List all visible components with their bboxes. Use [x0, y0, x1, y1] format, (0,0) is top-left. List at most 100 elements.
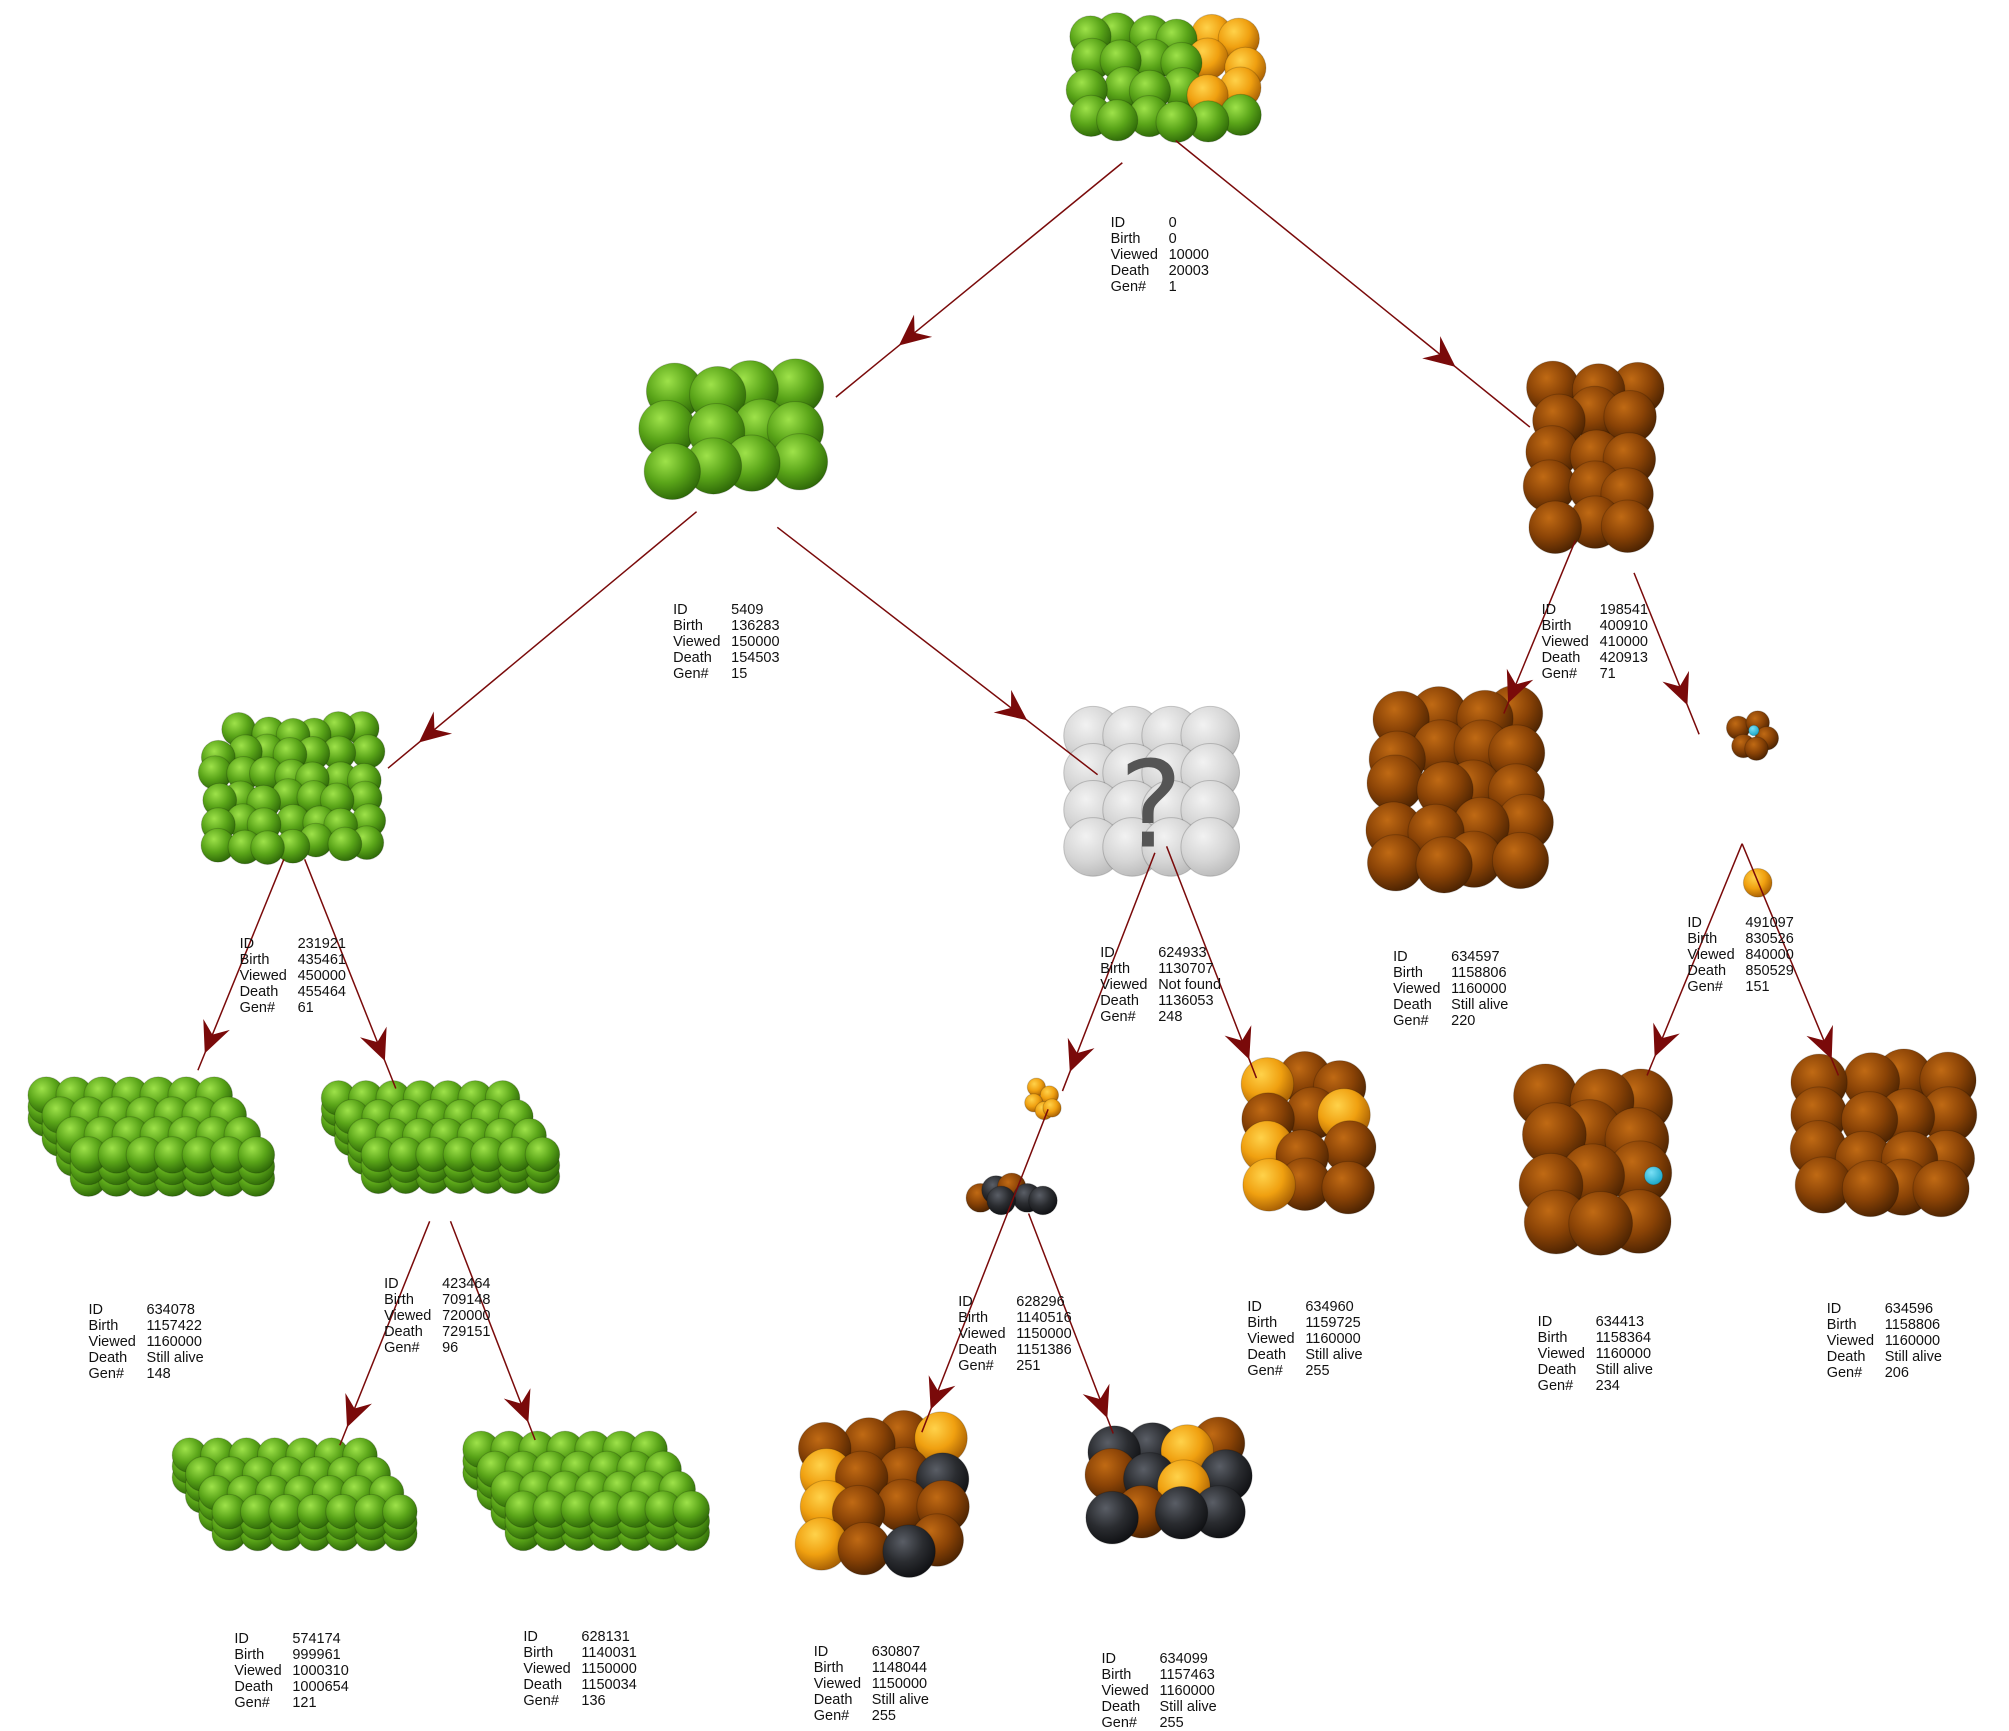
- info-value-death: Still alive: [1451, 997, 1509, 1014]
- info-label-death: Death: [1541, 649, 1581, 666]
- info-label-death: Death: [239, 984, 279, 1001]
- info-label-id: ID: [234, 1631, 249, 1648]
- info-value-birth: 1140516: [1016, 1310, 1072, 1327]
- info-value-gen: 220: [1451, 1013, 1476, 1030]
- edge-423464-to-574174: [339, 1221, 431, 1446]
- info-label-viewed: Viewed: [958, 1326, 1006, 1343]
- info-label-gen: Gen#: [1101, 1714, 1137, 1731]
- info-value-death: 154503: [731, 649, 780, 666]
- info-value-id: 198541: [1599, 601, 1648, 618]
- info-label-gen: Gen#: [384, 1339, 420, 1356]
- info-row-gen: Gen#96: [384, 1340, 490, 1356]
- arrowhead-icon: [1806, 1024, 1833, 1060]
- info-label-gen: Gen#: [1687, 979, 1723, 996]
- info-label-gen: Gen#: [673, 665, 709, 682]
- arrowhead-icon: [1082, 1383, 1110, 1419]
- info-label-viewed: Viewed: [88, 1334, 136, 1350]
- info-value-birth: 1157463: [1159, 1666, 1215, 1683]
- info-value-birth: 1158806: [1451, 965, 1507, 982]
- info-label-death: Death: [384, 1323, 423, 1340]
- info-label-viewed: Viewed: [234, 1663, 282, 1680]
- arrowhead-icon: [1422, 336, 1456, 367]
- info-value-birth: 999961: [292, 1647, 341, 1664]
- info-label-gen: Gen#: [958, 1358, 994, 1375]
- info-row-gen: Gen#61: [240, 1000, 346, 1016]
- info-label-birth: Birth: [384, 1291, 414, 1308]
- info-value-viewed: Not found: [1158, 977, 1222, 994]
- info-value-death: 729151: [442, 1323, 491, 1340]
- info-label-id: ID: [1687, 915, 1702, 932]
- green-cell-block-icon: [320, 1080, 561, 1195]
- arrowhead-icon: [928, 1375, 956, 1410]
- info-label-id: ID: [384, 1275, 399, 1292]
- info-label-gen: Gen#: [239, 1000, 276, 1017]
- info-label-id: ID: [1101, 1650, 1116, 1667]
- info-value-id: 5409: [731, 601, 764, 618]
- info-label-gen: Gen#: [1110, 278, 1147, 295]
- info-value-id: 423464: [442, 1275, 491, 1292]
- info-row-birth: Birth 709148: [384, 1292, 490, 1308]
- edge-5409-to-231921: [387, 511, 698, 769]
- info-value-viewed: 1150000: [871, 1676, 928, 1693]
- info-label-birth: Birth: [88, 1318, 119, 1334]
- info-row-gen: Gen#15: [673, 666, 779, 682]
- info-value-id: 634596: [1884, 1300, 1934, 1317]
- info-value-death: 1150034: [581, 1676, 637, 1693]
- info-value-viewed: 410000: [1599, 633, 1648, 650]
- info-value-death: 420913: [1599, 649, 1648, 666]
- info-value-id: 0: [1168, 214, 1177, 231]
- info-label-birth: Birth: [1101, 1666, 1132, 1683]
- info-label-gen: Gen#: [1247, 1363, 1283, 1380]
- info-value-id: 634099: [1159, 1650, 1208, 1667]
- info-row-gen: Gen#255: [1101, 1715, 1216, 1731]
- arrowhead-icon: [993, 689, 1028, 721]
- arrowhead-icon: [1506, 668, 1534, 704]
- edge-0-to-5409: [835, 162, 1123, 398]
- info-value-birth: 709148: [442, 1291, 491, 1308]
- info-label-birth: Birth: [1100, 961, 1131, 978]
- info-label-birth: Birth: [523, 1644, 554, 1661]
- info-value-death: 850529: [1745, 963, 1794, 980]
- info-value-death: Still alive: [1595, 1361, 1653, 1378]
- arrowhead-icon: [1067, 1037, 1095, 1073]
- small-orange-cell-icon: [965, 1077, 1062, 1216]
- info-row-gen: Gen#71: [1542, 666, 1648, 682]
- info-value-id: 630807: [871, 1644, 921, 1661]
- info-value-viewed: 1160000: [1884, 1332, 1941, 1349]
- info-label-id: ID: [673, 601, 688, 618]
- info-row-birth: Birth 1157463: [1101, 1667, 1216, 1683]
- info-label-death: Death: [1826, 1348, 1866, 1365]
- info-row-id: ID 634099: [1101, 1651, 1216, 1667]
- info-value-death: 1000654: [292, 1679, 349, 1696]
- info-value-gen: 234: [1595, 1377, 1620, 1394]
- info-label-birth: Birth: [673, 617, 703, 634]
- info-value-death: Still alive: [1159, 1698, 1217, 1715]
